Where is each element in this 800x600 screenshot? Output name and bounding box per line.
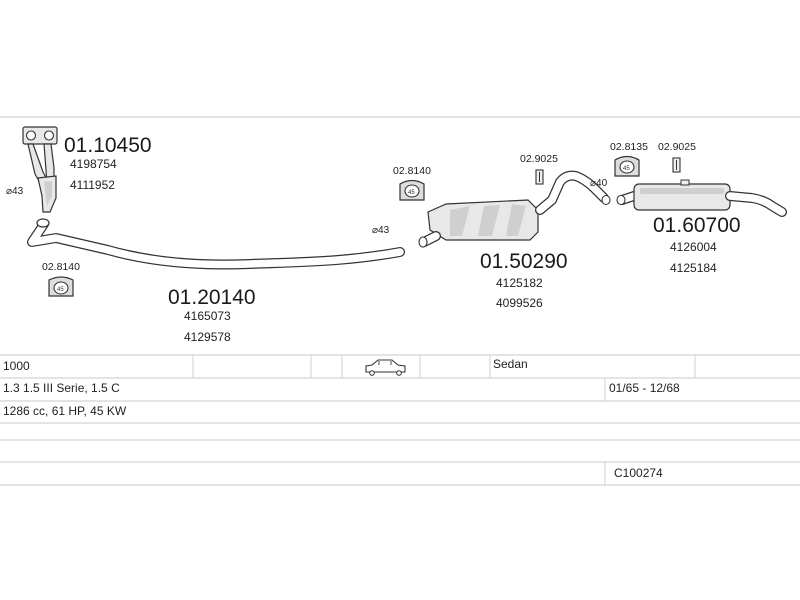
body-type-cell: Sedan — [493, 357, 528, 371]
variant-cell: 1.3 1.5 III Serie, 1.5 C — [3, 381, 120, 395]
model-cell: 1000 — [3, 359, 30, 373]
manifold-oe-2: 4111952 — [70, 178, 115, 192]
manifold-flange — [22, 126, 58, 145]
diameter-label-3: ⌀40 — [590, 178, 608, 189]
rubber-hanger-icon: 02.8135 45 — [610, 141, 648, 177]
rear-muffler-part-number: 01.60700 — [653, 214, 741, 237]
diameter-label-1: ⌀43 — [6, 186, 24, 197]
front-pipe-oe-2: 4129578 — [184, 330, 231, 344]
rear-muffler-oe-1: 4126004 — [670, 240, 717, 254]
manifold-part: 01.10450 4198754 4111952 — [22, 126, 152, 213]
rubber-hanger-icon: 02.8140 45 — [393, 165, 431, 201]
diameter-label-2: ⌀43 — [372, 225, 390, 236]
clamp-rear-number: 02.9025 — [658, 141, 696, 153]
sedan-car-icon — [365, 359, 406, 376]
hanger-rear-number: 02.8135 — [610, 141, 648, 153]
code-cell: C100274 — [614, 466, 663, 480]
manifold-part-number: 01.10450 — [64, 134, 152, 157]
hanger-left-number: 02.8140 — [42, 261, 80, 273]
mid-muffler-part-number: 01.50290 — [480, 250, 568, 273]
mid-muffler-oe-1: 4125182 — [496, 276, 543, 290]
front-pipe-oe-1: 4165073 — [184, 309, 231, 323]
rear-muffler-oe-2: 4125184 — [670, 261, 717, 275]
clamp-icon: 02.9025 — [520, 153, 558, 185]
svg-text:45: 45 — [623, 166, 630, 172]
clamp-mid-number: 02.9025 — [520, 153, 558, 165]
front-pipe-part-number: 01.20140 — [168, 286, 256, 309]
manifold-oe-1: 4198754 — [70, 157, 117, 171]
svg-text:45: 45 — [408, 190, 415, 196]
rear-muffler-part — [616, 179, 787, 217]
svg-text:45: 45 — [57, 287, 64, 293]
clamp-icon: 02.9025 — [658, 141, 696, 173]
rubber-hanger-icon: 02.8140 45 — [42, 261, 80, 297]
engine-cell: 1286 cc, 61 HP, 45 KW — [3, 404, 127, 418]
mid-muffler-part — [418, 170, 611, 248]
front-pipe-part — [27, 218, 405, 270]
hanger-mid-number: 02.8140 — [393, 165, 431, 177]
vehicle-info-table: 1000 Sedan 1.3 1.5 III Serie, 1.5 C 01/6… — [0, 354, 800, 486]
years-cell: 01/65 - 12/68 — [609, 381, 680, 395]
mid-muffler-oe-2: 4099526 — [496, 296, 543, 310]
